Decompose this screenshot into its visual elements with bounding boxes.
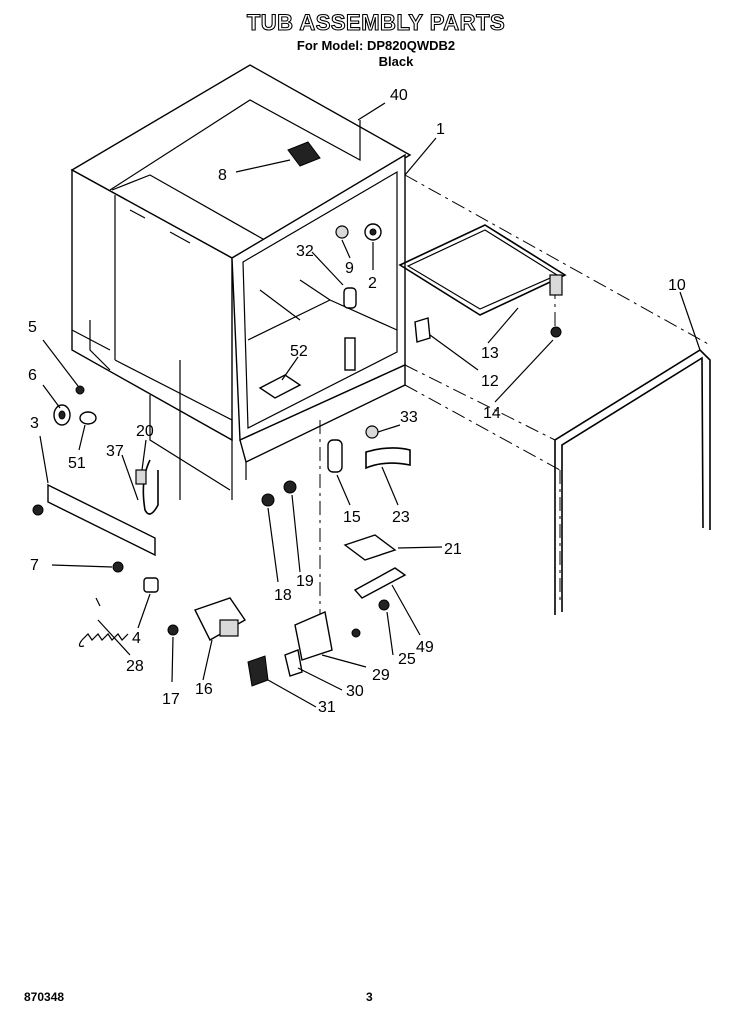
callout-labels: 40 1 8 32 9 2 10 5 52 13 12 6 14 3 51 33… <box>28 87 686 716</box>
callout-10: 10 <box>668 277 686 294</box>
document-number: 870348 <box>24 990 65 1004</box>
leader-lines <box>39 102 701 708</box>
callout-12: 12 <box>481 373 499 390</box>
callout-29: 29 <box>372 667 390 684</box>
callout-5: 5 <box>28 319 37 336</box>
callout-37: 37 <box>106 443 124 460</box>
callout-51: 51 <box>68 455 86 472</box>
callout-7: 7 <box>30 557 39 574</box>
page-number: 3 <box>366 990 373 1004</box>
callout-31: 31 <box>318 699 336 716</box>
callout-9: 9 <box>345 260 354 277</box>
callout-19: 19 <box>296 573 314 590</box>
tub-body <box>70 64 412 500</box>
callout-15: 15 <box>343 509 361 526</box>
callout-20: 20 <box>136 423 154 440</box>
callout-30: 30 <box>346 683 364 700</box>
callout-8: 8 <box>218 167 227 184</box>
callout-17: 17 <box>162 691 180 708</box>
rack-rail <box>554 348 711 615</box>
callout-18: 18 <box>274 587 292 604</box>
rack-frame <box>398 224 567 338</box>
callout-33: 33 <box>400 409 418 426</box>
reference-lines <box>319 174 711 620</box>
callout-25: 25 <box>398 651 416 668</box>
model-line: For Model: DP820QWDB2 <box>296 38 456 53</box>
callout-16: 16 <box>195 681 213 698</box>
callout-52: 52 <box>290 343 308 360</box>
callout-13: 13 <box>481 345 499 362</box>
callout-28: 28 <box>126 658 144 675</box>
callout-4: 4 <box>132 630 141 647</box>
callout-3: 3 <box>30 415 39 432</box>
callout-40: 40 <box>390 87 408 104</box>
callout-23: 23 <box>392 509 410 526</box>
callout-32: 32 <box>296 243 314 260</box>
callout-1: 1 <box>436 121 445 138</box>
callout-49: 49 <box>416 639 434 656</box>
callout-2: 2 <box>368 275 377 292</box>
callout-21: 21 <box>444 541 462 558</box>
callout-6: 6 <box>28 367 37 384</box>
callout-14: 14 <box>483 405 501 422</box>
diagram-title: TUB ASSEMBLY PARTS <box>246 9 506 35</box>
color-line: Black <box>378 54 414 69</box>
small-parts <box>32 141 431 687</box>
